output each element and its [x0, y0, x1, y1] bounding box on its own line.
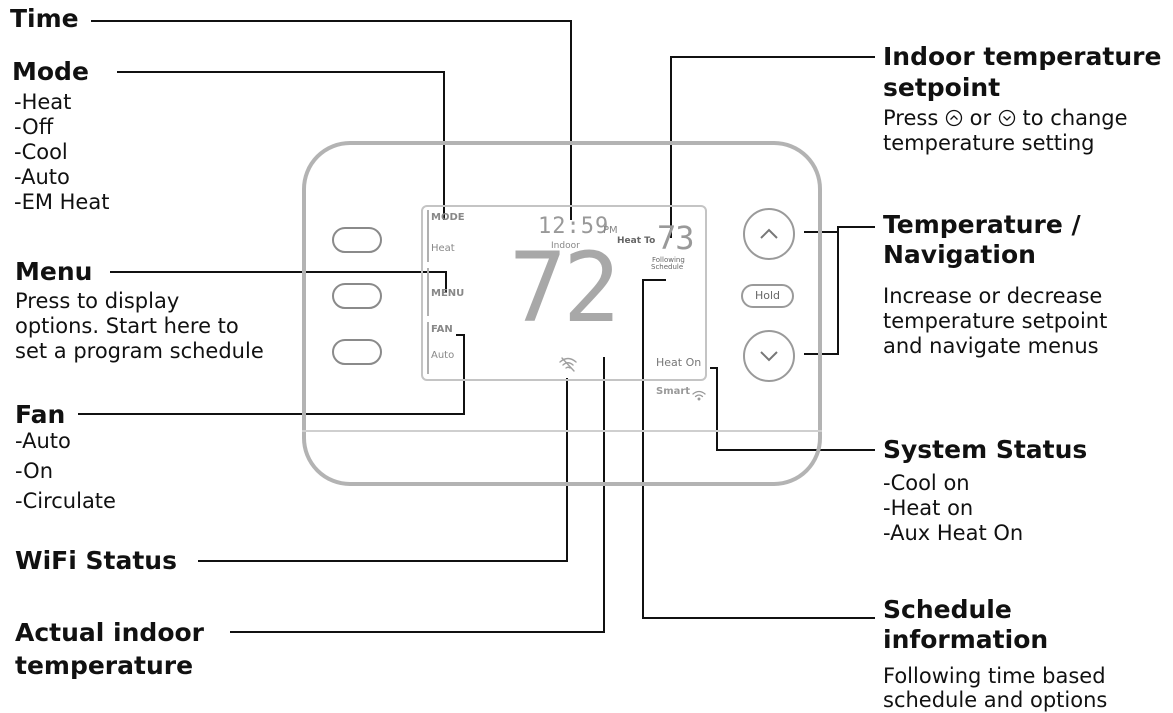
fan-callout-title: Fan	[15, 400, 65, 429]
nav-callout-title-line-2: Navigation	[883, 240, 1036, 269]
wifi-off-icon	[558, 356, 578, 376]
menu-text-line-3: set a program schedule	[15, 339, 264, 364]
status-item-cool-on: -Cool on	[883, 471, 970, 496]
nav-text-line-1: Increase or decrease	[883, 284, 1102, 309]
schedule-callout-title-line-1: Schedule	[883, 595, 1012, 624]
softkey-menu-button[interactable]	[332, 283, 382, 309]
down-circle-icon	[998, 109, 1016, 127]
fan-item-circulate: -Circulate	[15, 489, 116, 514]
lcd-menu-separator	[427, 268, 429, 316]
setpoint-text-line-2: temperature setting	[883, 131, 1094, 156]
wifi-callout-title: WiFi Status	[15, 546, 177, 575]
mode-item-auto: -Auto	[14, 165, 70, 190]
lcd-mode-separator	[427, 210, 429, 262]
setpoint-or-text: or	[970, 106, 991, 130]
lcd-menu-label: MENU	[431, 288, 464, 299]
lcd-mode-value: Heat	[431, 243, 455, 254]
wifi-icon	[692, 386, 706, 405]
actual-callout-title-line-2: temperature	[15, 651, 193, 680]
lcd-schedule-label: Schedule	[651, 263, 683, 271]
softkey-mode-button[interactable]	[332, 227, 382, 253]
lcd-setpoint: 73	[657, 221, 694, 255]
lcd-fan-value: Auto	[431, 350, 454, 361]
temperature-up-button[interactable]	[743, 208, 795, 260]
time-callout-title: Time	[10, 4, 79, 33]
setpoint-press-text: Press	[883, 106, 938, 130]
mode-item-cool: -Cool	[14, 140, 68, 165]
mode-item-heat: -Heat	[14, 90, 71, 115]
lcd-heat-to-label: Heat To	[617, 236, 655, 246]
menu-callout-title: Menu	[15, 257, 92, 286]
fan-item-auto: -Auto	[15, 429, 71, 454]
smart-label: Smart	[656, 386, 690, 397]
lcd-mode-label: MODE	[431, 212, 465, 223]
lcd-status: Heat On	[656, 356, 701, 369]
nav-callout-title-line-1: Temperature /	[883, 210, 1081, 239]
menu-text-line-2: options. Start here to	[15, 314, 239, 339]
status-item-heat-on: -Heat on	[883, 496, 973, 521]
menu-text-line-1: Press to display	[15, 289, 179, 314]
thermostat-divider	[302, 430, 822, 432]
schedule-text-line-1: Following time based	[883, 664, 1106, 689]
fan-item-on: -On	[15, 459, 53, 484]
setpoint-change-text: to change	[1023, 106, 1128, 130]
chevron-up-icon	[745, 210, 793, 258]
up-circle-icon	[945, 109, 963, 127]
status-callout-title: System Status	[883, 435, 1087, 464]
nav-text-line-2: temperature setpoint	[883, 309, 1107, 334]
schedule-callout-title-line-2: information	[883, 625, 1048, 654]
hold-button[interactable]: Hold	[741, 284, 794, 308]
status-item-aux-heat-on: -Aux Heat On	[883, 521, 1023, 546]
lcd-indoor-temperature: 72	[509, 238, 617, 338]
setpoint-callout-title-line-2: setpoint	[883, 73, 1000, 102]
mode-item-em-heat: -EM Heat	[14, 190, 109, 215]
mode-callout-title: Mode	[12, 57, 89, 86]
chevron-down-icon	[745, 332, 793, 380]
lcd-fan-label: FAN	[431, 324, 453, 335]
actual-callout-title-line-1: Actual indoor	[15, 618, 204, 647]
nav-text-line-3: and navigate menus	[883, 334, 1099, 359]
mode-item-off: -Off	[14, 115, 53, 140]
schedule-text-line-2: schedule and options	[883, 688, 1107, 713]
lcd-fan-separator	[427, 322, 429, 374]
softkey-fan-button[interactable]	[332, 339, 382, 365]
temperature-down-button[interactable]	[743, 330, 795, 382]
setpoint-callout-title-line-1: Indoor temperature	[883, 42, 1161, 71]
setpoint-text-line-1: Press or to change	[883, 106, 1128, 131]
